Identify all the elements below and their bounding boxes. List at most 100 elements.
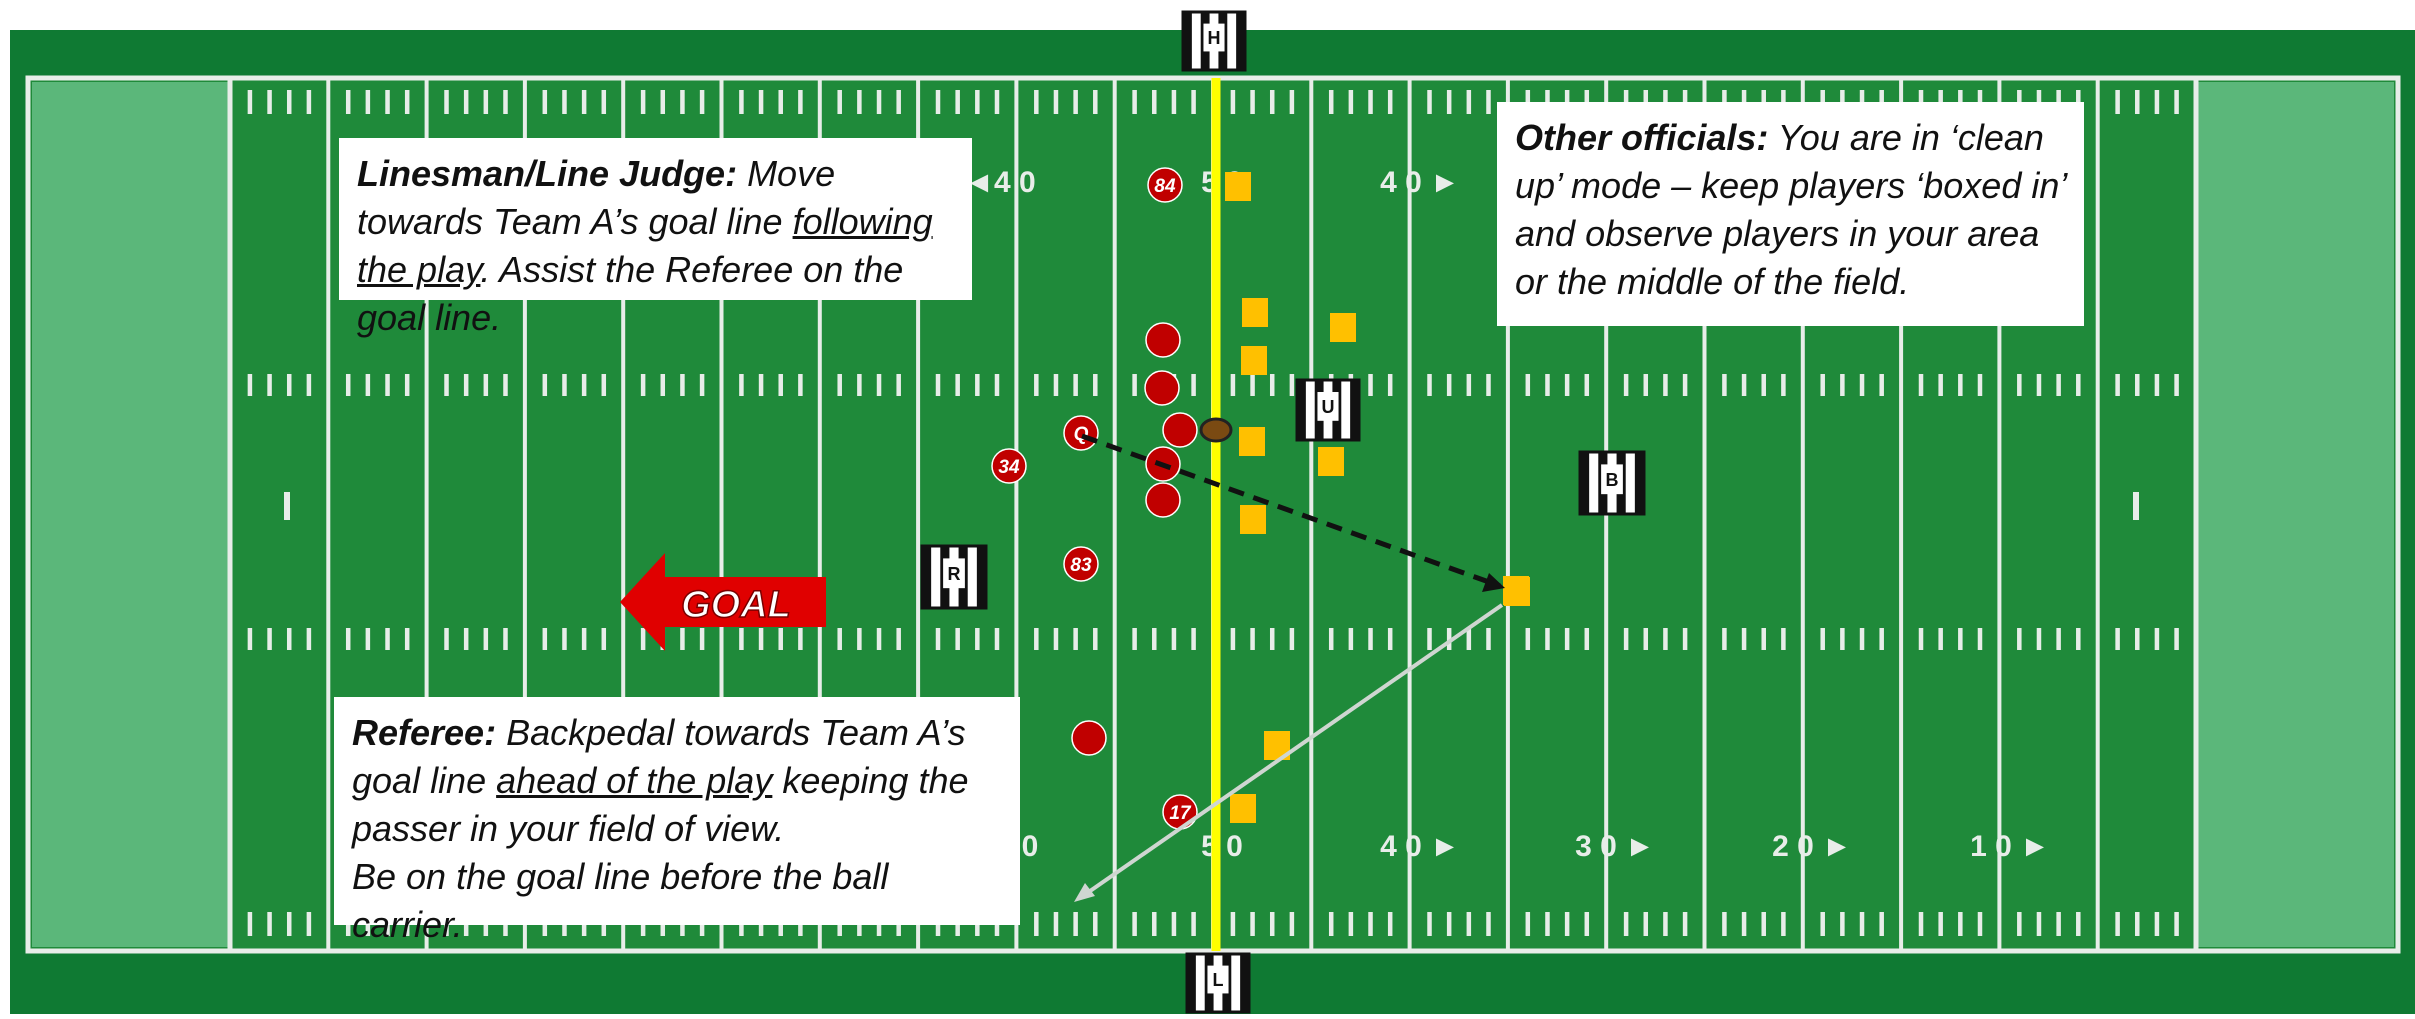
hash-mark bbox=[641, 628, 646, 650]
hash-mark bbox=[1191, 90, 1196, 114]
hash-mark bbox=[287, 90, 292, 114]
hash-mark bbox=[307, 628, 312, 650]
hash-mark bbox=[2174, 374, 2179, 396]
hash-mark bbox=[602, 90, 607, 114]
hash-mark bbox=[307, 912, 312, 936]
hash-mark bbox=[1486, 374, 1491, 396]
hash-mark bbox=[1349, 912, 1354, 936]
hash-mark bbox=[1978, 374, 1983, 396]
hash-mark bbox=[602, 628, 607, 650]
hash-mark bbox=[778, 374, 783, 396]
hash-mark bbox=[1368, 628, 1373, 650]
hash-mark bbox=[444, 90, 449, 114]
hash-mark bbox=[1919, 912, 1924, 936]
hash-mark bbox=[562, 374, 567, 396]
hash-mark bbox=[2135, 374, 2140, 396]
hash-mark bbox=[248, 90, 253, 114]
official-stripe bbox=[1183, 12, 1192, 70]
pat-mark-left bbox=[284, 492, 290, 520]
hash-mark bbox=[1427, 374, 1432, 396]
hash-mark bbox=[1879, 912, 1884, 936]
hash-mark bbox=[2037, 912, 2042, 936]
hash-mark bbox=[1683, 374, 1688, 396]
yard-number-top-40-left: ◄4 0 bbox=[964, 166, 1035, 199]
hash-mark bbox=[543, 628, 548, 650]
official-stripe bbox=[1187, 954, 1196, 1012]
hash-mark bbox=[995, 90, 1000, 114]
hash-mark bbox=[680, 374, 685, 396]
hash-mark bbox=[385, 90, 390, 114]
hash-mark bbox=[1152, 628, 1157, 650]
hash-mark bbox=[1172, 90, 1177, 114]
hash-mark bbox=[1132, 628, 1137, 650]
hash-mark bbox=[385, 374, 390, 396]
team-a-player-label: 84 bbox=[1154, 176, 1176, 197]
hash-mark bbox=[1820, 374, 1825, 396]
hash-mark bbox=[2017, 628, 2022, 650]
hash-mark bbox=[1270, 90, 1275, 114]
hash-mark bbox=[582, 628, 587, 650]
hash-mark bbox=[955, 90, 960, 114]
hash-mark bbox=[936, 628, 941, 650]
hash-mark bbox=[1034, 628, 1039, 650]
hash-mark bbox=[661, 90, 666, 114]
hash-mark bbox=[267, 912, 272, 936]
hash-mark bbox=[896, 374, 901, 396]
hash-mark bbox=[739, 90, 744, 114]
official-l: L bbox=[1187, 954, 1249, 1012]
hash-mark bbox=[2135, 912, 2140, 936]
hash-mark bbox=[2076, 374, 2081, 396]
hash-mark bbox=[641, 90, 646, 114]
hash-mark bbox=[287, 628, 292, 650]
team-b-player bbox=[1225, 172, 1251, 201]
hash-mark bbox=[2115, 628, 2120, 650]
hash-mark bbox=[857, 628, 862, 650]
hash-mark bbox=[1191, 912, 1196, 936]
hash-mark bbox=[543, 90, 548, 114]
goal-arrow-label: GOAL bbox=[681, 584, 791, 626]
hash-mark bbox=[1565, 628, 1570, 650]
hash-mark bbox=[1270, 628, 1275, 650]
official-stripe bbox=[1350, 380, 1359, 440]
team-a-player-label: Q bbox=[1074, 424, 1089, 445]
hash-mark bbox=[1820, 628, 1825, 650]
hash-mark bbox=[484, 628, 489, 650]
hash-mark bbox=[1467, 912, 1472, 936]
official-stripe bbox=[1635, 452, 1644, 514]
hash-mark bbox=[1231, 90, 1236, 114]
hash-mark bbox=[1978, 628, 1983, 650]
hash-mark bbox=[267, 374, 272, 396]
hash-mark bbox=[1368, 912, 1373, 936]
hash-mark bbox=[1093, 628, 1098, 650]
hash-mark bbox=[1250, 90, 1255, 114]
hash-mark bbox=[877, 628, 882, 650]
hash-mark bbox=[1820, 912, 1825, 936]
hash-mark bbox=[1132, 912, 1137, 936]
hash-mark bbox=[1172, 912, 1177, 936]
hash-mark bbox=[1388, 374, 1393, 396]
hash-mark bbox=[995, 374, 1000, 396]
hash-mark bbox=[661, 374, 666, 396]
hash-mark bbox=[759, 374, 764, 396]
hash-mark bbox=[739, 374, 744, 396]
hash-mark bbox=[995, 628, 1000, 650]
hash-mark bbox=[1761, 374, 1766, 396]
hash-mark bbox=[1722, 374, 1727, 396]
hash-mark bbox=[385, 628, 390, 650]
hash-mark bbox=[405, 90, 410, 114]
hash-mark bbox=[1781, 374, 1786, 396]
hash-mark bbox=[1290, 912, 1295, 936]
hash-mark bbox=[975, 628, 980, 650]
hash-mark bbox=[366, 90, 371, 114]
hash-mark bbox=[1624, 912, 1629, 936]
referee-note: Referee: Backpedal towards Team A’s goal… bbox=[334, 697, 1020, 925]
hash-mark bbox=[1290, 374, 1295, 396]
hash-mark bbox=[1663, 628, 1668, 650]
hash-mark bbox=[2174, 628, 2179, 650]
hash-mark bbox=[1427, 912, 1432, 936]
hash-mark bbox=[1742, 374, 1747, 396]
hash-mark bbox=[1427, 628, 1432, 650]
hash-mark bbox=[405, 628, 410, 650]
hash-mark bbox=[975, 374, 980, 396]
hash-mark bbox=[1683, 912, 1688, 936]
